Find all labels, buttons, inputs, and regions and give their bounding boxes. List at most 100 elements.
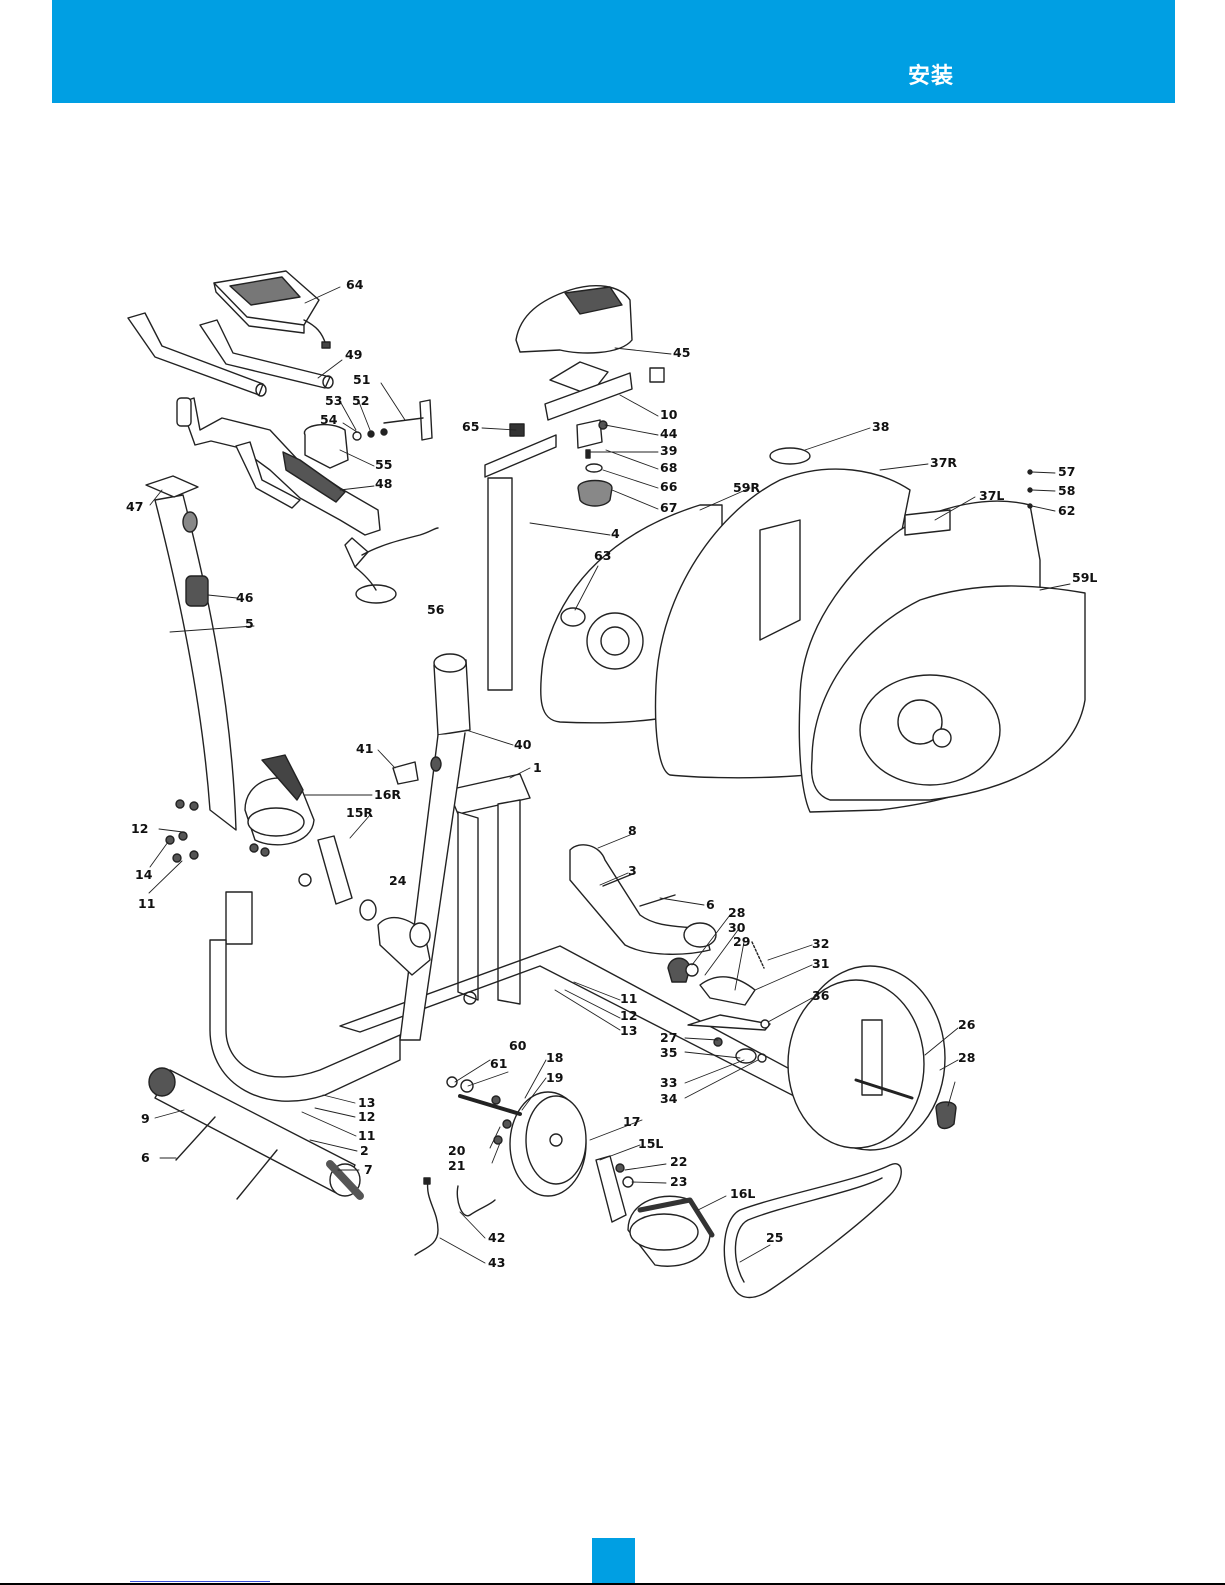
callout-54: 54	[320, 412, 338, 427]
callout-60: 60	[509, 1038, 527, 1053]
callout-11c: 11	[358, 1128, 375, 1143]
pulse-sensor	[345, 528, 438, 603]
seat-knob	[578, 481, 612, 507]
callout-61: 61	[490, 1056, 507, 1071]
callout-32: 32	[812, 936, 829, 951]
callout-20: 20	[448, 1143, 466, 1158]
callout-29: 29	[733, 934, 750, 949]
callout-6b: 6	[141, 1150, 150, 1165]
knob-part	[384, 400, 432, 440]
callout-25: 25	[766, 1230, 783, 1245]
cover-screws	[1028, 470, 1032, 508]
callout-46: 46	[236, 590, 254, 605]
callout-67: 67	[660, 500, 677, 515]
upright-post	[146, 476, 236, 830]
callout-34: 34	[660, 1091, 678, 1106]
idler-assembly	[668, 942, 770, 1063]
callout-28a: 28	[728, 905, 745, 920]
callout-57: 57	[1058, 464, 1075, 479]
callout-13b: 13	[358, 1095, 375, 1110]
adjust-knob-nut	[431, 757, 441, 771]
pedal-bolt	[299, 874, 311, 886]
callout-41: 41	[356, 741, 373, 756]
crank-pulley	[447, 1077, 586, 1196]
callout-16L: 16L	[730, 1186, 755, 1201]
callout-22: 22	[670, 1154, 687, 1169]
callout-59R: 59R	[733, 480, 760, 495]
callout-5: 5	[245, 616, 254, 631]
callout-12b: 12	[620, 1008, 637, 1023]
callout-28b: 28	[958, 1050, 975, 1065]
sensor-cables	[415, 1178, 495, 1255]
adjust-knob	[393, 762, 418, 784]
callout-47: 47	[126, 499, 143, 514]
callout-55: 55	[375, 457, 392, 472]
lower-tube	[210, 892, 400, 1101]
crank-arm-right	[318, 836, 352, 904]
washer-part	[353, 432, 361, 440]
callout-37R: 37R	[930, 455, 957, 470]
crank-link	[570, 845, 716, 954]
callout-36: 36	[812, 988, 830, 1003]
callout-7: 7	[364, 1162, 373, 1177]
callout-17: 17	[623, 1114, 640, 1129]
callout-12c: 12	[358, 1109, 375, 1124]
callout-30: 30	[728, 920, 746, 935]
footer-link-underline	[130, 1581, 270, 1582]
cover-cap-63	[561, 608, 585, 626]
callout-2: 2	[360, 1143, 369, 1158]
callout-16R: 16R	[374, 787, 401, 802]
callout-51: 51	[353, 372, 370, 387]
callout-15R: 15R	[346, 805, 373, 820]
callout-64: 64	[346, 277, 364, 292]
callout-37L: 37L	[979, 488, 1004, 503]
callout-13a: 13	[620, 1023, 637, 1038]
seat-slider	[545, 362, 664, 458]
drive-belt	[724, 1164, 901, 1298]
pedal-right	[245, 755, 314, 845]
callout-19: 19	[546, 1070, 563, 1085]
crank-arm-left	[596, 1156, 633, 1222]
callout-12a: 12	[131, 821, 148, 836]
seat-washer	[586, 464, 602, 472]
callout-18: 18	[546, 1050, 563, 1065]
callout-8: 8	[628, 823, 637, 838]
callout-10: 10	[660, 407, 678, 422]
callout-65: 65	[462, 419, 479, 434]
callout-53: 53	[325, 393, 342, 408]
callout-44: 44	[660, 426, 678, 441]
callout-26: 26	[958, 1017, 976, 1032]
callout-52: 52	[352, 393, 369, 408]
callout-42: 42	[488, 1230, 505, 1245]
callout-24: 24	[389, 873, 407, 888]
washer-part	[381, 429, 387, 435]
seat	[516, 286, 632, 353]
callout-9: 9	[141, 1111, 150, 1126]
callout-4: 4	[611, 526, 620, 541]
callout-31: 31	[812, 956, 829, 971]
callout-63: 63	[594, 548, 611, 563]
callout-27: 27	[660, 1030, 677, 1045]
callout-59L: 59L	[1072, 570, 1097, 585]
callout-14: 14	[135, 867, 153, 882]
callout-49: 49	[345, 347, 362, 362]
washer-part	[368, 431, 374, 437]
callout-40: 40	[514, 737, 532, 752]
callout-1: 1	[533, 760, 542, 775]
callout-35: 35	[660, 1045, 677, 1060]
callout-66: 66	[660, 479, 678, 494]
callout-38: 38	[872, 419, 889, 434]
console-part	[214, 271, 330, 348]
callout-68: 68	[660, 460, 677, 475]
callout-45: 45	[673, 345, 690, 360]
callout-23: 23	[670, 1174, 687, 1189]
callout-33: 33	[660, 1075, 677, 1090]
callout-11b: 11	[620, 991, 637, 1006]
callout-3: 3	[628, 863, 637, 878]
callout-48: 48	[375, 476, 392, 491]
callout-11a: 11	[138, 896, 155, 911]
callout-15L: 15L	[638, 1136, 663, 1151]
callout-6a: 6	[706, 897, 715, 912]
callout-58: 58	[1058, 483, 1075, 498]
